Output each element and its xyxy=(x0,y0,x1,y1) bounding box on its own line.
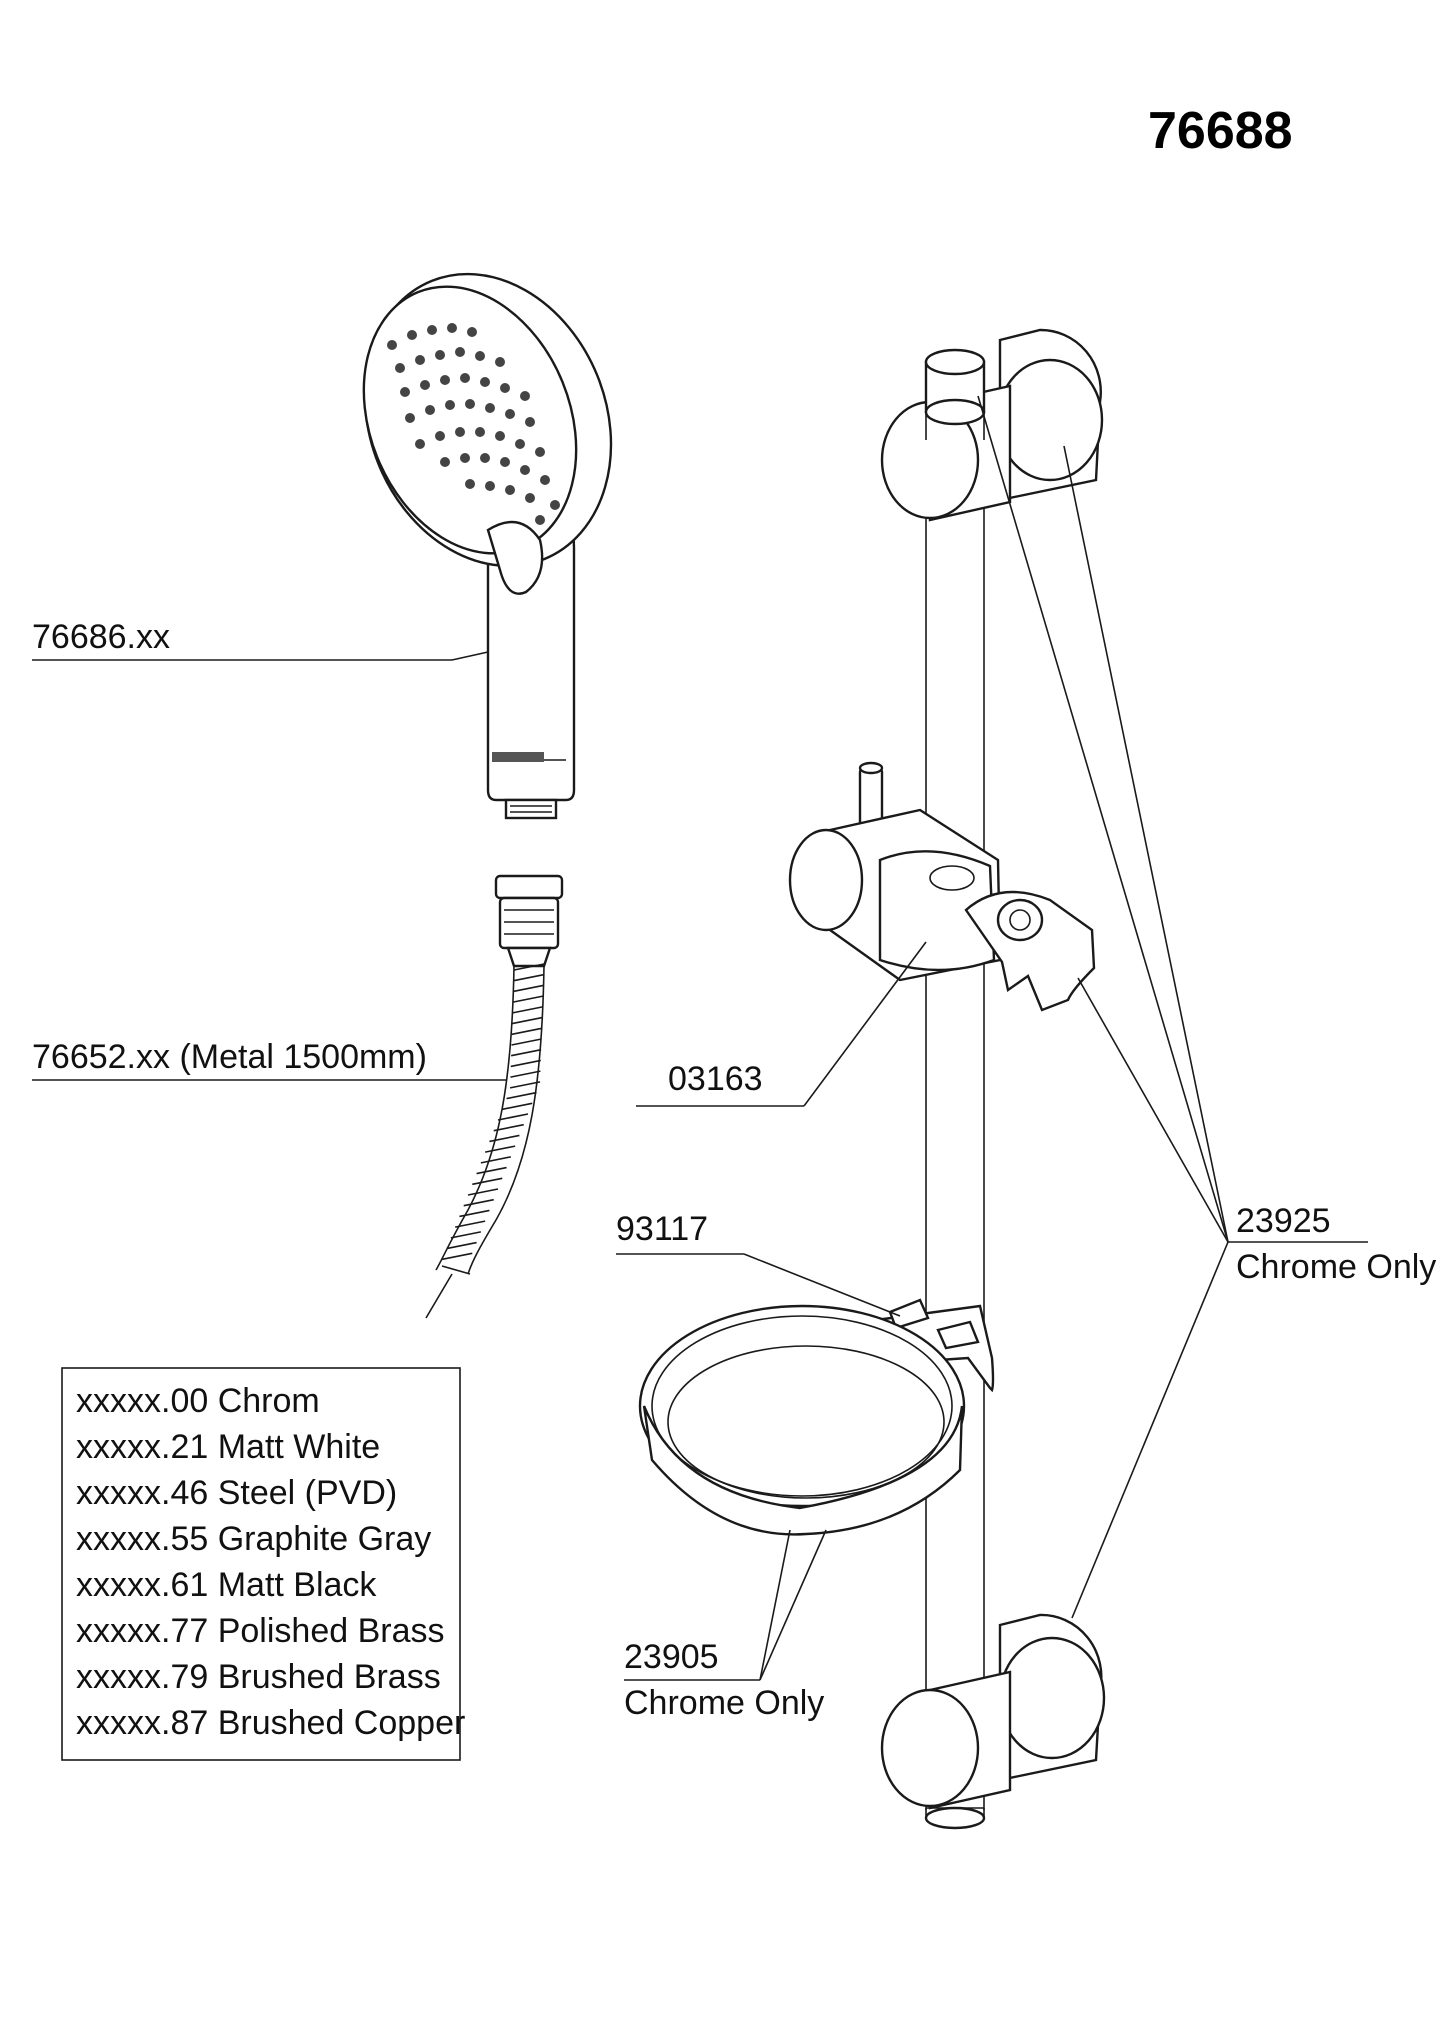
hose-ring xyxy=(510,1048,542,1057)
callout-handshower: 76686.xx xyxy=(32,618,170,656)
hose-ring xyxy=(497,1113,529,1121)
hand-shower-drawing xyxy=(362,272,613,820)
callout-soap-holder: 93117 xyxy=(616,1210,708,1248)
finish-55: xxxxx.55 Graphite Gray xyxy=(76,1520,431,1558)
spray-nozzles xyxy=(387,323,560,525)
callout-dish-note: Chrome Only xyxy=(624,1684,824,1722)
callout-brackets-code: 23925 xyxy=(1236,1202,1331,1240)
callout-hose: 76652.xx (Metal 1500mm) xyxy=(32,1038,427,1076)
callout-dish-code: 23905 xyxy=(624,1638,719,1676)
hose-ring xyxy=(450,1231,482,1239)
slide-rail-drawing xyxy=(638,328,1106,1830)
hose-ring xyxy=(446,1241,477,1250)
finish-77: xxxxx.77 Polished Brass xyxy=(76,1612,445,1650)
hose-ring xyxy=(493,1123,524,1132)
hose-ring xyxy=(502,1102,533,1111)
hose-ring xyxy=(506,1091,537,1100)
callout-slider: 03163 xyxy=(668,1060,763,1098)
hose-ring xyxy=(511,1038,542,1046)
brand-mark xyxy=(492,752,544,762)
finish-21: xxxxx.21 Matt White xyxy=(76,1428,380,1466)
hose-ring xyxy=(512,1016,543,1025)
hose-ring xyxy=(513,963,545,971)
hose-ring xyxy=(513,984,544,993)
hose-ring xyxy=(489,1134,520,1143)
finish-79: xxxxx.79 Brushed Brass xyxy=(76,1658,441,1696)
callout-brackets-note: Chrome Only xyxy=(1236,1248,1436,1286)
hose-ring xyxy=(472,1177,503,1186)
hose-ring xyxy=(513,973,544,982)
finish-00: xxxxx.00 Chrom xyxy=(76,1382,320,1420)
hose-ring xyxy=(511,1027,543,1036)
hose-ring xyxy=(484,1145,516,1153)
hose-ring xyxy=(467,1188,499,1196)
finish-61: xxxxx.61 Matt Black xyxy=(76,1566,377,1604)
finish-legend: xxxxx.00 Chrom xxxxx.21 Matt White xxxxx… xyxy=(61,1367,465,1761)
finish-87: xxxxx.87 Brushed Copper xyxy=(76,1704,465,1742)
hose-ring xyxy=(463,1198,494,1207)
finish-46: xxxxx.46 Steel (PVD) xyxy=(76,1474,397,1512)
hose-ring xyxy=(459,1209,490,1218)
metal-hose-drawing xyxy=(425,874,564,1319)
model-number: 76688 xyxy=(1148,102,1293,160)
hose-ring xyxy=(510,1059,541,1068)
hose-ring xyxy=(476,1166,507,1175)
leader-lines xyxy=(32,395,1368,1681)
hose-ring xyxy=(480,1156,512,1164)
hose-ring xyxy=(512,995,544,1003)
hose-ring xyxy=(510,1070,541,1078)
hose-ring xyxy=(509,1081,541,1089)
hose-ring xyxy=(454,1220,486,1228)
hose-ring xyxy=(512,1006,543,1014)
hose-ring xyxy=(442,1252,473,1261)
